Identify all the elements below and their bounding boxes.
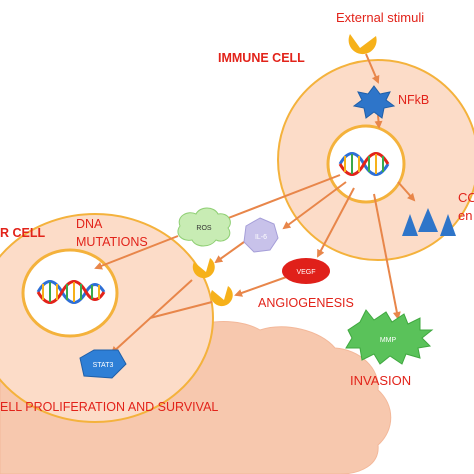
vegf-label: VEGF <box>296 269 315 276</box>
dna-helix-icon <box>338 152 390 176</box>
dna-mutations-label-line1: DNA <box>76 217 103 231</box>
nfkb-label: NFkB <box>398 93 429 107</box>
triangle-2 <box>418 208 438 232</box>
arrow-nucleus-to-mmp <box>373 193 401 320</box>
cytokines-label-line2: en <box>458 208 472 223</box>
arrow-stimuli-to-nfkb <box>365 53 380 84</box>
ros-cloud <box>177 207 231 247</box>
arrow-receptor2-branch <box>149 301 213 319</box>
mmp-label: MMP <box>380 337 397 344</box>
cytokines-label-line1: CO <box>458 190 474 205</box>
invasion-label: INVASION <box>350 373 411 388</box>
triangle-1 <box>402 214 418 236</box>
proliferation-label: ELL PROLIFERATION AND SURVIVAL <box>0 400 218 414</box>
dna-mutations-label-line2: MUTATIONS <box>76 235 148 249</box>
arrow-il6-to-receptor <box>214 241 245 264</box>
arrow-nucleus-to-vegf <box>317 187 355 258</box>
tumor-cell-nucleus <box>21 248 119 338</box>
receptor-tumor-1 <box>192 258 215 279</box>
receptor-immune <box>348 34 377 55</box>
arrow-nucleus-to-cytokines <box>397 181 416 202</box>
external-stimuli-label: External stimuli <box>336 10 424 25</box>
receptor-icon <box>192 34 377 307</box>
stat3-label: STAT3 <box>93 362 114 369</box>
vegf-oval <box>282 258 330 284</box>
stat3-shape <box>79 349 127 379</box>
arrow-nucleus-to-ros <box>216 174 341 224</box>
angiogenesis-label: ANGIOGENESIS <box>258 296 354 310</box>
receptor-tumor-2 <box>210 286 233 307</box>
mmp-burst <box>345 309 434 365</box>
triangle-icon <box>402 208 456 236</box>
arrows <box>94 53 416 355</box>
arrow-ros-to-dna <box>94 235 179 270</box>
dna-helix-icon-tumor <box>36 280 106 304</box>
il6-shape <box>243 217 279 253</box>
arrow-nfkb-to-nucleus <box>374 114 383 129</box>
tumor-cell-label: R CELL <box>0 226 46 240</box>
immune-cell-label: IMMUNE CELL <box>218 51 305 65</box>
ros-label: ROS <box>196 225 212 232</box>
arrow-nucleus-to-il6 <box>282 181 347 230</box>
arrow-vegf-to-receptor <box>234 274 293 297</box>
immune-cell-nucleus <box>326 124 406 204</box>
triangle-3 <box>440 214 456 236</box>
nfkb-star-icon <box>352 85 396 119</box>
il6-label: IL-6 <box>255 234 267 241</box>
